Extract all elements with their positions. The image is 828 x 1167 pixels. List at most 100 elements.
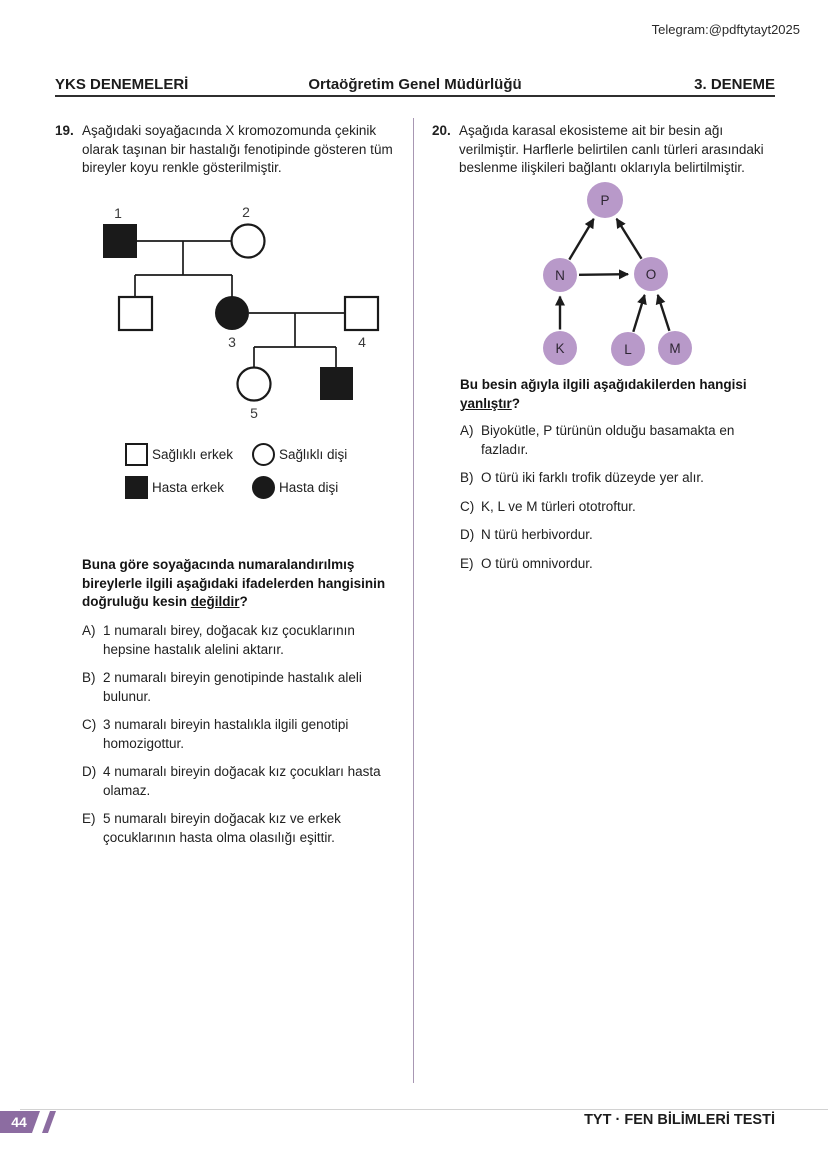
option-b: B) O türü iki farklı trofik düzeyde yer …: [460, 469, 782, 488]
food-web-node-labels: P N O K L M: [555, 193, 681, 357]
stem-underlined-word: yanlıştır: [460, 395, 512, 411]
option-c: C) K, L ve M türleri ototroftur.: [460, 498, 782, 517]
legend-item-affected-female: Hasta dişi: [252, 476, 405, 499]
pedigree-label-2: 2: [242, 204, 250, 220]
node-O-label: O: [646, 267, 657, 282]
telegram-watermark: Telegram:@pdftytayt2025: [651, 22, 800, 37]
option-text: 2 numaralı bireyin genotipinde hastalık …: [103, 670, 362, 704]
option-letter: A): [460, 423, 474, 438]
header-center-title: Ortaöğretim Genel Müdürlüğü: [308, 76, 522, 93]
food-web-nodes: [543, 182, 692, 366]
legend-label: Hasta dişi: [279, 480, 339, 495]
pedigree-connector-lines: [134, 240, 345, 367]
pedigree-individual-2-healthy-female: [230, 223, 266, 259]
option-text: O türü omnivordur.: [481, 555, 593, 571]
node-O-circle: [634, 257, 668, 291]
legend-item-healthy-male: Sağlıklı erkek: [125, 443, 252, 466]
stem-text: Bu besin ağıyla ilgili aşağıdakilerden h…: [460, 377, 747, 392]
page-header: Ortaöğretim Genel Müdürlüğü YKS DENEMELE…: [55, 76, 775, 93]
pedigree-label-1: 1: [114, 205, 122, 221]
page-number: 44: [11, 1114, 27, 1130]
option-text: 1 numaralı birey, doğacak kız çocukların…: [103, 623, 355, 657]
node-L-label: L: [624, 342, 632, 357]
legend-label: Hasta erkek: [152, 480, 225, 495]
pedigree-legend: Sağlıklı erkek Sağlıklı dişi Hasta erkek…: [125, 443, 405, 499]
question-19-options: A) 1 numaralı birey, doğacak kız çocukla…: [82, 622, 402, 857]
node-P-circle: [587, 182, 623, 218]
option-letter: B): [460, 470, 474, 485]
page-number-badge: 44: [0, 1111, 70, 1133]
arrow-M-to-O: [655, 293, 671, 332]
pedigree-affected-male-gen3: [320, 367, 353, 400]
pedigree-label-5: 5: [250, 405, 258, 421]
pedigree-individual-1-affected-male: [103, 224, 137, 258]
question-20-intro: 20. Aşağıda karasal ekosisteme ait bir b…: [432, 122, 780, 178]
option-letter: D): [82, 764, 97, 779]
option-letter: D): [460, 527, 475, 542]
option-text: N türü herbivordur.: [481, 527, 593, 542]
open-square-icon: [125, 443, 148, 466]
option-letter: A): [82, 623, 96, 638]
arrow-N-to-P: [568, 218, 595, 261]
pedigree-individual-4-healthy-male: [343, 295, 380, 332]
open-circle-icon: [252, 443, 275, 466]
option-text: 5 numaralı bireyin doğacak kız ve erkek …: [103, 811, 341, 845]
option-e: E) 5 numaralı bireyin doğacak kız ve erk…: [82, 810, 402, 847]
node-P-label: P: [600, 193, 609, 208]
question-19-number: 19.: [55, 123, 74, 138]
option-e: E) O türü omnivordur.: [460, 555, 782, 574]
option-b: B) 2 numaralı bireyin genotipinde hastal…: [82, 669, 402, 706]
node-N-circle: [543, 258, 577, 292]
option-a: A) Biyokütle, P türünün olduğu basamakta…: [460, 422, 782, 459]
question-20-text: Aşağıda karasal ekosisteme ait bir besin…: [459, 123, 764, 175]
filled-square-icon: [125, 476, 148, 499]
stem-question-mark: ?: [239, 594, 248, 609]
arrow-O-to-P: [615, 217, 643, 260]
option-text: 4 numaralı bireyin doğacak kız çocukları…: [103, 764, 381, 798]
pedigree-number-labels: 1 2 3 4 5: [114, 204, 366, 421]
option-text: 3 numaralı bireyin hastalıkla ilgili gen…: [103, 717, 349, 751]
legend-label: Sağlıklı dişi: [279, 447, 348, 462]
legend-label: Sağlıklı erkek: [152, 447, 234, 462]
pedigree-healthy-male-gen2: [117, 295, 154, 332]
stem-question-mark: ?: [511, 395, 521, 411]
option-letter: C): [460, 498, 475, 514]
pedigree-individual-5-healthy-female: [236, 366, 272, 402]
filled-circle-icon: [252, 476, 275, 499]
arrow-L-to-O: [632, 294, 647, 333]
option-a: A) 1 numaralı birey, doğacak kız çocukla…: [82, 622, 402, 659]
option-letter: E): [460, 555, 474, 571]
pedigree-label-3: 3: [228, 334, 236, 350]
node-M-label: M: [669, 341, 680, 356]
question-19-text: Aşağıdaki soyağacında X kromozomunda çek…: [82, 123, 393, 175]
arrow-N-to-O: [578, 269, 630, 280]
question-19-stem: Buna göre soyağacında numaralandırılmış …: [82, 556, 406, 612]
node-K-label: K: [555, 341, 564, 356]
legend-item-affected-male: Hasta erkek: [125, 476, 252, 499]
question-19-intro: 19. Aşağıdaki soyağacında X kromozomunda…: [55, 122, 403, 178]
node-N-label: N: [555, 268, 565, 283]
option-c: C) 3 numaralı bireyin hastalıkla ilgili …: [82, 716, 402, 753]
food-web-diagram: P N O K L M: [543, 182, 692, 366]
stem-text: Buna göre soyağacında numaralandırılmış …: [82, 557, 386, 609]
stem-underlined-word: değildir: [190, 594, 240, 609]
header-rule: [55, 95, 775, 97]
node-L-circle: [611, 332, 645, 366]
question-20-options: A) Biyokütle, P türünün olduğu basamakta…: [460, 422, 782, 583]
question-20-number: 20.: [432, 123, 451, 138]
pedigree-diagram: 1 2 3 4 5: [103, 204, 380, 421]
pedigree-label-4: 4: [358, 334, 366, 350]
footer-test-title: TYT · FEN BİLİMLERİ TESTİ: [584, 1112, 775, 1128]
node-M-circle: [658, 331, 692, 365]
option-letter: B): [82, 670, 96, 685]
node-K-circle: [543, 331, 577, 365]
option-text: O türü iki farklı trofik düzeyde yer alı…: [481, 470, 704, 485]
header-left-title: YKS DENEMELERİ: [55, 76, 189, 93]
footer-rule: [20, 1109, 828, 1110]
option-text: K, L ve M türleri ototroftur.: [481, 498, 636, 514]
question-20-stem: Bu besin ağıyla ilgili aşağıdakilerden h…: [460, 376, 784, 413]
legend-item-healthy-female: Sağlıklı dişi: [252, 443, 405, 466]
header-right-title: 3. DENEME: [694, 76, 775, 93]
option-letter: E): [82, 811, 96, 826]
